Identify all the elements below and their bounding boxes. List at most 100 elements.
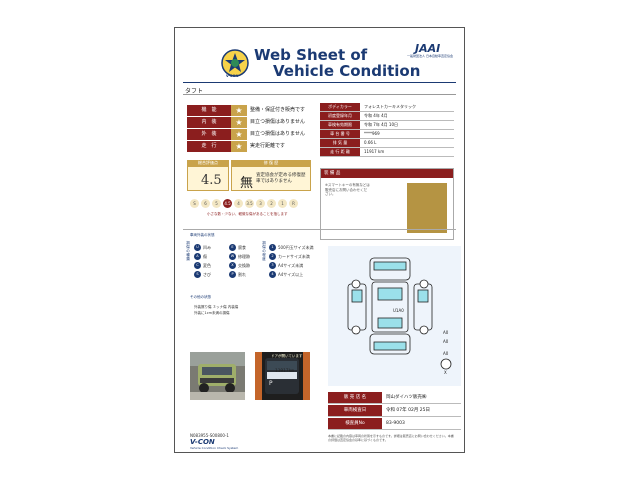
spec-value: 令和 4年 4月 — [364, 113, 388, 118]
header-divider — [183, 82, 456, 83]
scale-grade: 1 — [278, 199, 287, 208]
vehicle-photo — [190, 352, 245, 400]
spec-key: 車検有効期限 — [320, 121, 360, 129]
damage-tag: U1A0 — [393, 308, 404, 313]
status-label: 外 装 — [187, 129, 231, 140]
scale-grade: 3 — [256, 199, 265, 208]
remarks-heading: 装 備 品 — [321, 169, 453, 178]
dealer-key: 車両検査日 — [328, 405, 382, 416]
scale-grade: S — [190, 199, 199, 208]
spec-value: フォレストカーキメタリック — [364, 104, 416, 109]
dealer-key: 検査員No — [328, 418, 382, 429]
history-box — [231, 166, 311, 191]
spec-table: ボディカラー フォレストカーキメタリック 初度登録年月 令和 4年 4月 車検有… — [320, 103, 454, 157]
legend-code: 1 — [269, 244, 276, 251]
spec-value: ****969 — [364, 131, 380, 136]
legend-label: 交換跡 — [238, 263, 250, 268]
legend-label: 500円玉サイズ未満 — [278, 245, 314, 250]
spec-value: 令和 7年 4月 10日 — [364, 122, 398, 127]
status-text: 実走行距離です — [250, 143, 286, 149]
spec-row: ボディカラー フォレストカーキメタリック — [320, 103, 454, 112]
legend-label: 修理跡 — [238, 254, 250, 259]
score-heading: 総合評価点 — [187, 160, 229, 166]
legend-code: W — [229, 253, 236, 260]
status-row-exterior: 外 装 ★ 目立つ損傷はありません — [187, 129, 307, 140]
name-divider — [183, 94, 456, 95]
legend-label: さび — [203, 272, 211, 277]
legend-label: A4サイズ未満 — [278, 263, 304, 268]
condition-sheet: V-CON Web Sheet of Vehicle Condition JAA… — [174, 27, 465, 453]
legend-label: 変色 — [203, 263, 211, 268]
damage-tag: A0 — [443, 339, 449, 344]
spec-value: 0.66 L — [364, 140, 377, 145]
spec-key: 走 行 距 離 — [320, 148, 360, 156]
scale-grade: 2 — [267, 199, 276, 208]
spec-row: 走 行 距 離 11917 km — [320, 148, 454, 157]
status-text: 目立つ損傷はありません — [250, 131, 305, 137]
odometer-photo: P — [255, 352, 310, 400]
sheet-title-line1: Web Sheet of — [254, 46, 368, 64]
legend-code: E — [229, 244, 236, 251]
dealer-row: 販 売 店 名 岡山ダイハツ販売㈱ — [328, 392, 461, 404]
jaai-subtitle: 一般財団法人 日本自動車査定協会 — [407, 54, 453, 58]
footer-number: N083955-S00800-1 — [190, 433, 229, 438]
legend-label: カードサイズ未満 — [278, 254, 310, 259]
spec-key: 初度登録年月 — [320, 112, 360, 120]
legend-code: U — [194, 244, 201, 251]
remarks-box: 装 備 品 ※スマートキーの有無などは販売店にお問い合わせください。 — [320, 168, 454, 240]
damage-degree-label: 損傷の程度 — [262, 241, 266, 261]
spec-row: 車検有効期限 令和 7年 4月 10日 — [320, 121, 454, 130]
spec-key: 車 台 番 号 — [320, 130, 360, 138]
door-open-label: ドアが開いています — [271, 354, 303, 358]
legend-code: A — [194, 253, 201, 260]
dealer-row: 検査員No 83-9003 — [328, 418, 461, 430]
history-mark: 無 — [240, 176, 254, 191]
legend-code: X — [229, 262, 236, 269]
spec-row: 車 台 番 号 ****969 — [320, 130, 454, 139]
legend-code: 3 — [269, 262, 276, 269]
legend-label: 凹み — [203, 245, 211, 250]
footer-logo: V-CON — [190, 438, 215, 446]
dealer-key: 販 売 店 名 — [328, 392, 382, 403]
legend-code: P — [229, 271, 236, 278]
spec-row: 排 気 量 0.66 L — [320, 139, 454, 148]
overall-score: 4.5 — [201, 173, 222, 188]
status-row-mileage: 走 行 ★ 実走行距離です — [187, 141, 307, 152]
vehicle-name: タフト — [185, 88, 204, 95]
vcon-badge-icon — [220, 48, 250, 78]
scale-note: 小さな数・少ない、軽微な傷があることを指します — [207, 212, 288, 216]
status-row-interior: 内 装 ★ 目立つ損傷はありません — [187, 117, 307, 128]
scale-grade: 6 — [201, 199, 210, 208]
legend-code: 2 — [269, 253, 276, 260]
star-icon: ★ — [231, 141, 247, 152]
dealer-value: 岡山ダイハツ販売㈱ — [386, 395, 427, 400]
spec-row: 初度登録年月 令和 4年 4月 — [320, 112, 454, 121]
sheet-title-line2: Vehicle Condition — [273, 62, 421, 80]
score-box — [187, 166, 229, 191]
damage-tag: X — [444, 370, 447, 375]
legend-label: A4サイズ以上 — [278, 272, 304, 277]
footer-system: Vehicle Condition Check System — [190, 446, 239, 450]
comment-line-1: 外装擦り傷 ３ッナ傷 内装傷 — [194, 305, 239, 309]
legend-code: 4 — [269, 271, 276, 278]
star-icon: ★ — [231, 129, 247, 140]
comment-line-2: 外装に1cm未満の損傷 — [194, 311, 230, 315]
legend-label: 腐食 — [238, 245, 246, 250]
scale-grade: 3.5 — [245, 199, 254, 208]
dealer-value: 83-9003 — [386, 421, 405, 426]
star-icon: ★ — [231, 105, 247, 116]
spec-key: ボディカラー — [320, 103, 360, 111]
jaai-logo: JAAI — [415, 42, 441, 55]
section-divider — [183, 229, 456, 230]
damage-diagram — [328, 246, 461, 386]
scale-grade-active: 4.5 — [223, 199, 232, 208]
scale-grade: R — [289, 199, 298, 208]
star-icon: ★ — [231, 117, 247, 128]
odometer-reading: 11917km — [275, 369, 294, 374]
svg-text:P: P — [269, 380, 273, 387]
damage-tag: A0 — [443, 330, 449, 335]
damage-type-label: 損傷の種類 — [186, 241, 190, 261]
status-label: 内 装 — [187, 117, 231, 128]
legend-code: S — [194, 271, 201, 278]
history-text: 査定協会が定める修復歴車ではありません — [256, 173, 306, 184]
